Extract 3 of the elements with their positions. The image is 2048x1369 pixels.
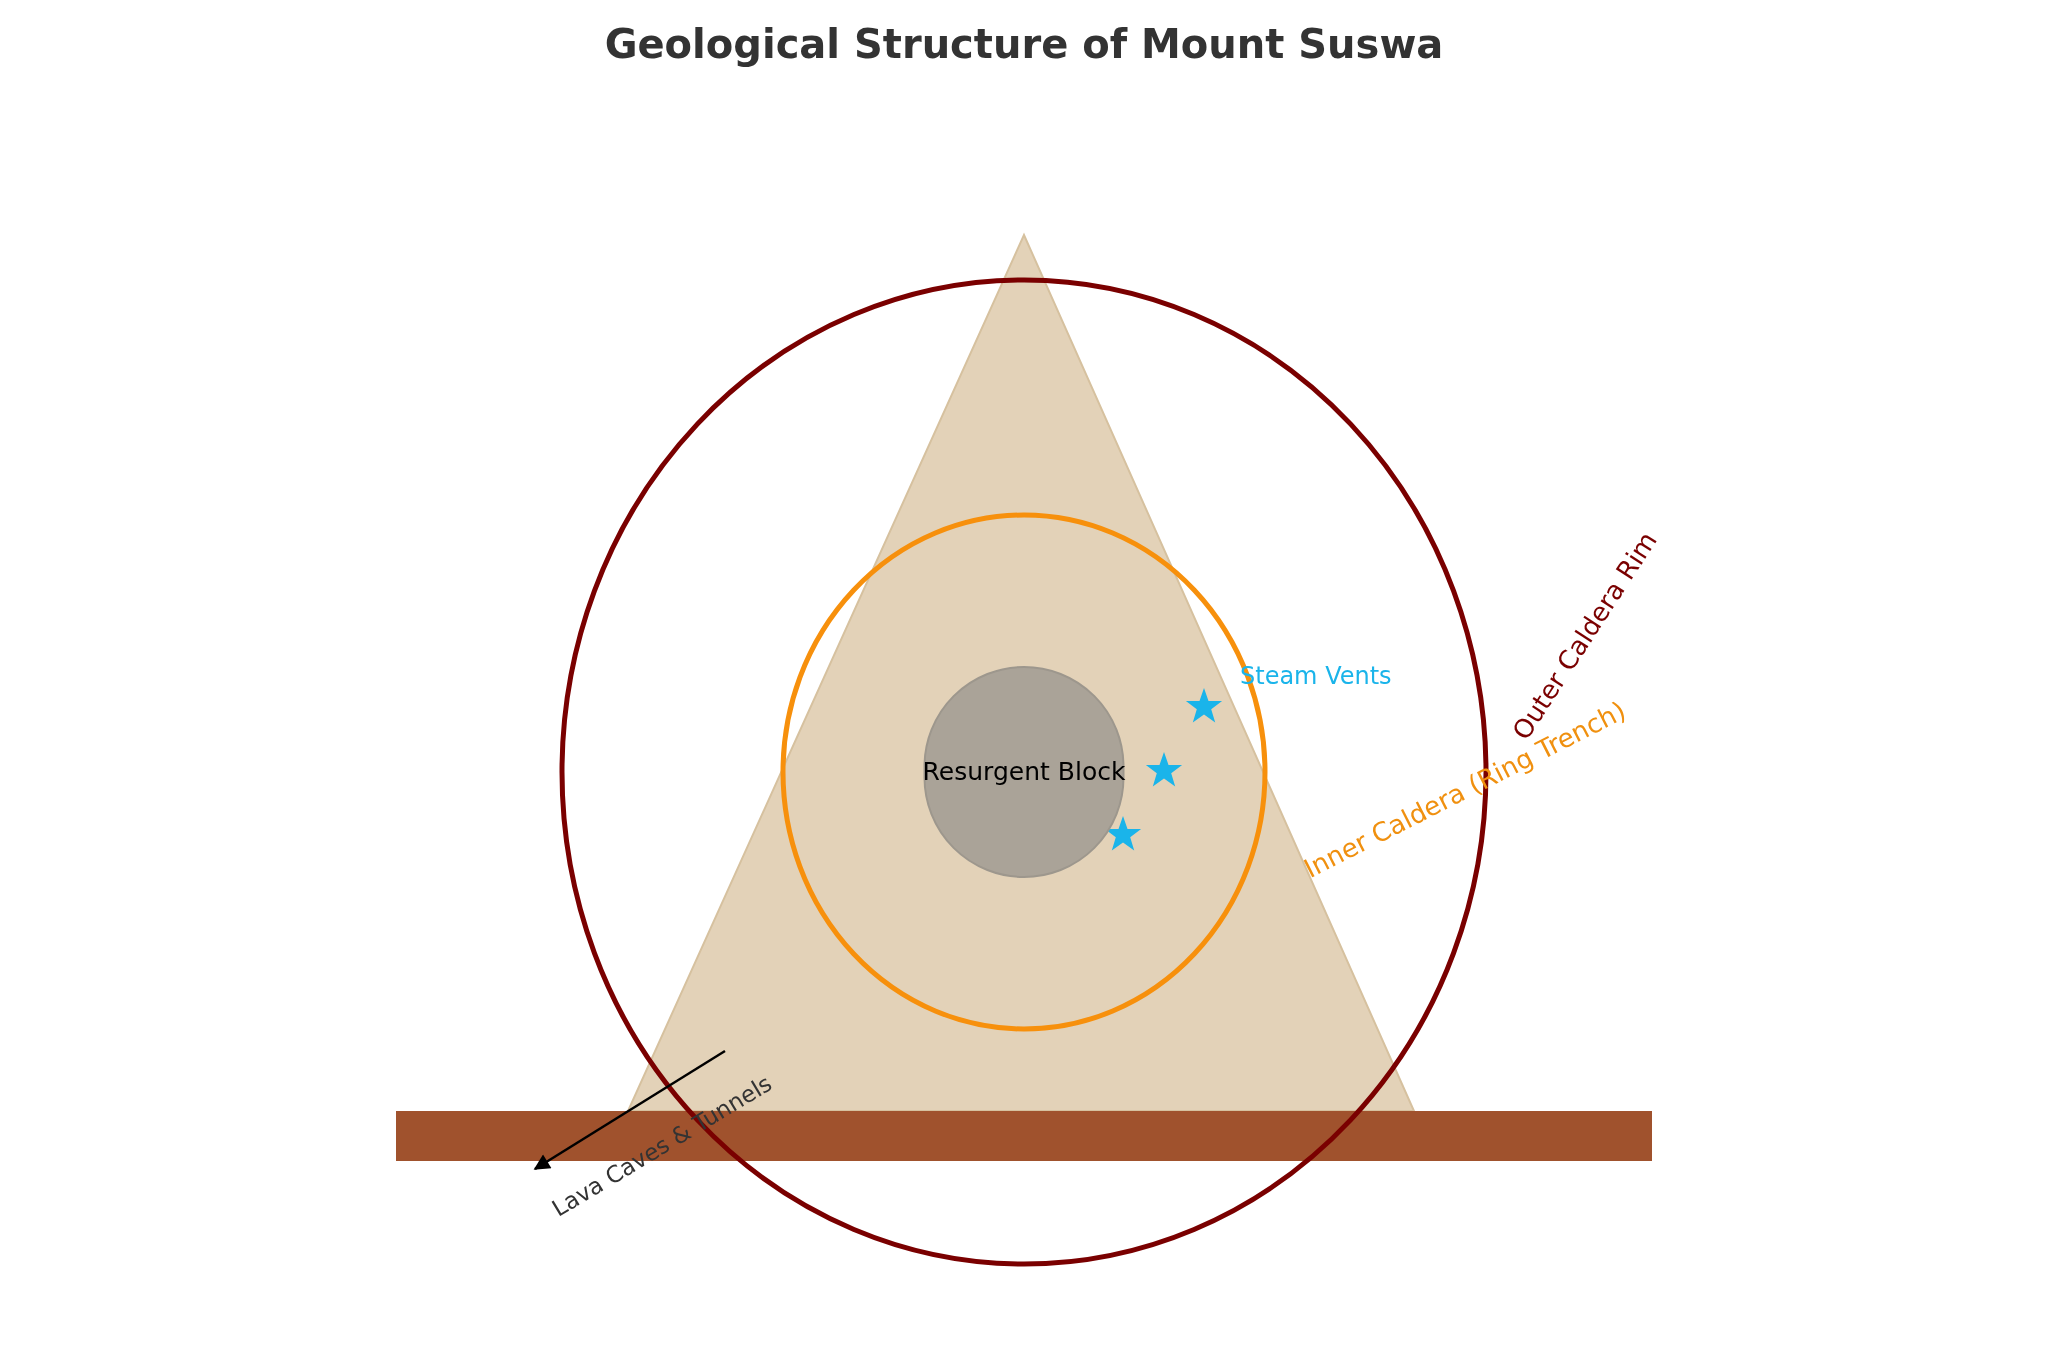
diagram-title: Geological Structure of Mount Suswa <box>604 20 1444 69</box>
node-label: Resurgent Block <box>922 756 1126 789</box>
arrow <box>533 1049 726 1171</box>
